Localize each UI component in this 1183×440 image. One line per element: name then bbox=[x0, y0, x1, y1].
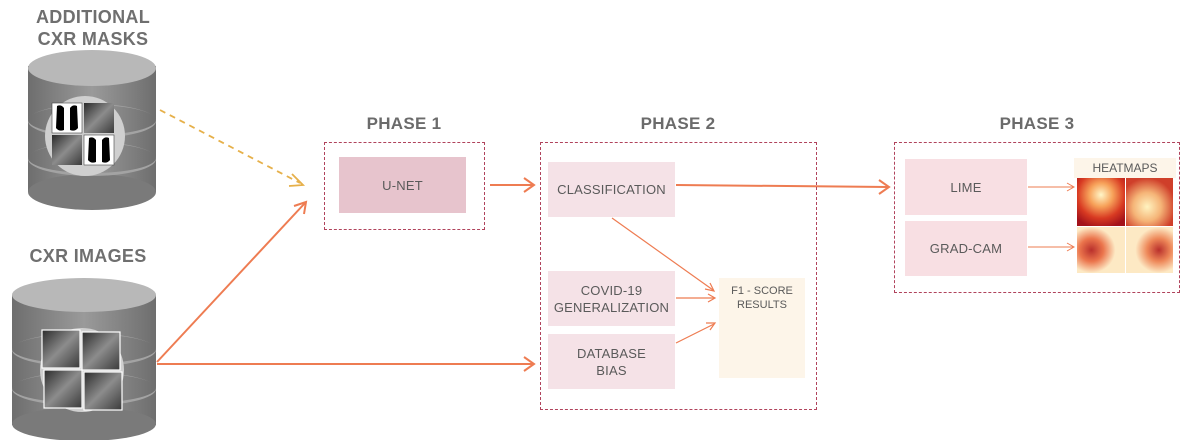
phase1-container bbox=[324, 142, 485, 230]
phase2-container bbox=[540, 142, 817, 410]
mask-thumbnails bbox=[51, 102, 115, 166]
phase3-title: PHASE 3 bbox=[999, 114, 1075, 133]
f1-score-results: F1 - SCORE RESULTS bbox=[719, 278, 805, 378]
mask-to-phase1-arrow bbox=[159, 109, 306, 187]
phase3-container bbox=[894, 142, 1180, 293]
xray-thumbnails bbox=[41, 329, 123, 411]
heatmaps-label: HEATMAPS bbox=[1074, 158, 1176, 178]
phase2-to-phase3-arrow bbox=[675, 179, 891, 195]
unet-box: U-NET bbox=[339, 157, 466, 213]
heatmap-thumbnail bbox=[1077, 178, 1173, 273]
database-bias-box: DATABASE BIAS bbox=[548, 334, 675, 389]
phase1-to-phase2-arrow bbox=[490, 177, 536, 193]
phase1-title: PHASE 1 bbox=[366, 114, 442, 133]
images-title: CXR IMAGES bbox=[29, 246, 147, 266]
masks-title: ADDITIONAL CXR MASKS bbox=[36, 7, 150, 49]
phase2-title: PHASE 2 bbox=[640, 114, 716, 133]
images-to-phase1-arrow bbox=[156, 200, 308, 363]
classification-box: CLASSIFICATION bbox=[548, 162, 675, 217]
to-heatmaps-arrows bbox=[1028, 182, 1076, 252]
covid-generalization-box: COVID-19 GENERALIZATION bbox=[548, 271, 675, 326]
to-results-arrows bbox=[611, 217, 717, 344]
gradcam-box: GRAD-CAM bbox=[905, 221, 1027, 276]
images-to-bias-arrow bbox=[157, 356, 536, 372]
lime-box: LIME bbox=[905, 159, 1027, 215]
